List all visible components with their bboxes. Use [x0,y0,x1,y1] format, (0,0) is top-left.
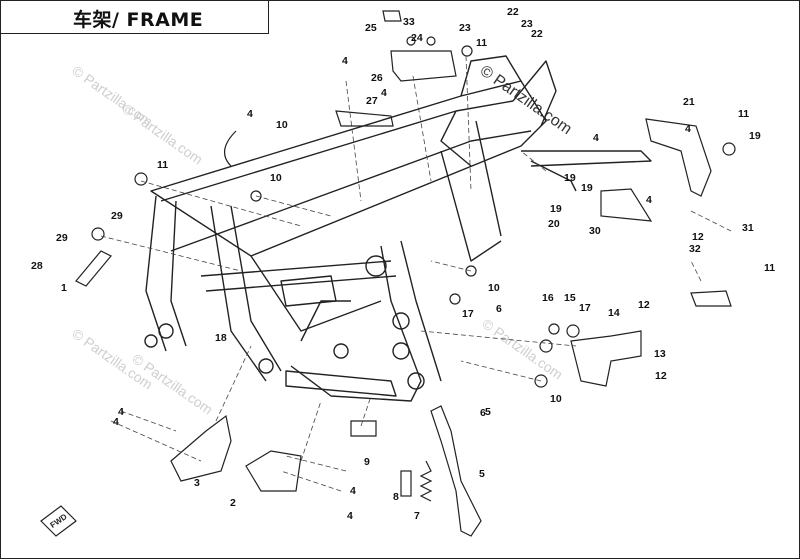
title-box: 车架/ FRAME [1,1,269,34]
callout-10: 10 [276,119,288,131]
callout-25: 25 [365,22,377,34]
callout-4: 4 [685,123,691,135]
callout-22: 22 [507,6,519,18]
leader-lines [100,55,732,492]
callout-6: 6 [480,407,486,419]
callout-5: 5 [485,406,491,418]
callout-3: 3 [194,477,200,489]
callout-23: 23 [459,22,471,34]
callout-1: 1 [61,282,67,294]
callout-4: 4 [342,55,348,67]
callout-19: 19 [749,130,761,142]
callout-28: 28 [31,260,43,272]
callout-4: 4 [593,132,599,144]
watermark-2: © Partzilla.com [477,62,575,138]
callout-21: 21 [683,96,695,108]
callout-4: 4 [247,108,253,120]
callout-12: 12 [692,231,704,243]
callout-11: 11 [476,37,487,49]
callout-33: 33 [403,16,415,28]
callout-14: 14 [608,307,620,319]
callout-17: 17 [579,302,591,314]
callout-10: 10 [488,282,500,294]
callout-12: 12 [655,370,667,382]
callout-2: 2 [230,497,236,509]
watermark-4: © Partzilla.com [479,315,565,382]
callout-26: 26 [371,72,383,84]
callout-27: 27 [366,95,378,107]
callout-18: 18 [215,332,227,344]
callout-6: 6 [496,303,502,315]
callout-32: 32 [689,243,701,255]
callout-20: 20 [548,218,560,230]
callout-22: 22 [531,28,543,40]
callout-5: 5 [479,468,485,480]
callout-7: 7 [414,510,420,522]
callout-8: 8 [393,491,399,503]
callout-10: 10 [550,393,562,405]
parts [75,10,736,537]
callout-11: 11 [157,159,168,171]
callout-19: 19 [581,182,593,194]
callout-15: 15 [564,292,576,304]
callout-4: 4 [646,194,652,206]
callout-23: 23 [521,18,533,30]
diagram-title: 车架/ FRAME [73,9,204,31]
callout-16: 16 [542,292,554,304]
callout-4: 4 [113,416,119,428]
fwd-arrow: FWD [40,505,77,537]
callout-4: 4 [118,406,124,418]
callout-10: 10 [270,172,282,184]
callout-24: 24 [411,32,423,44]
callout-4: 4 [347,510,353,522]
callout-30: 30 [589,225,601,237]
callout-29: 29 [56,232,68,244]
fwd-label: FWD [49,512,69,530]
callout-29: 29 [111,210,123,222]
callout-12: 12 [638,299,650,311]
callout-11: 11 [764,262,775,274]
callout-4: 4 [350,485,356,497]
callout-13: 13 [654,348,666,360]
callout-9: 9 [364,456,370,468]
watermark-5: © Partzilla.com [119,100,205,167]
callout-19: 19 [550,203,562,215]
callout-11: 11 [738,108,749,120]
callout-4: 4 [381,87,387,99]
watermarks: © Partzilla.com © Partzilla.com © Partzi… [69,62,574,417]
callout-31: 31 [742,222,754,234]
callout-17: 17 [462,308,474,320]
main-frame [144,55,652,402]
callout-19: 19 [564,172,576,184]
